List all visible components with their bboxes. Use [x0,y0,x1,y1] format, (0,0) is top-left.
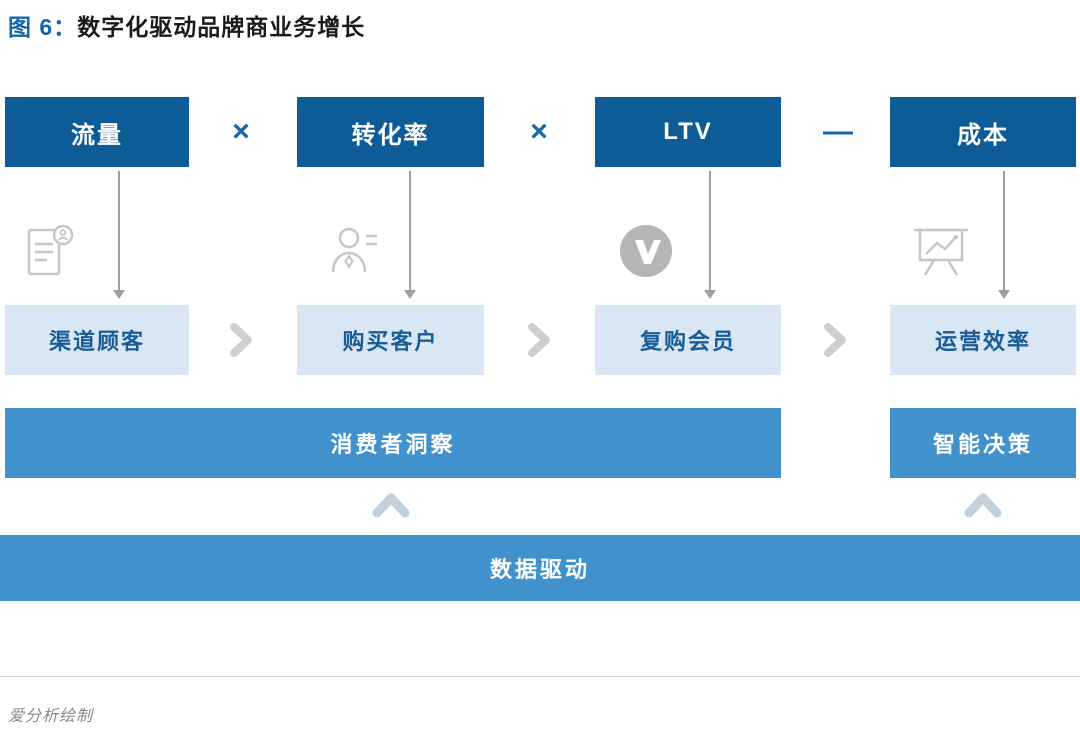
stage-box-operation-efficiency: 运营效率 [890,305,1076,375]
figure-title-text: 数字化驱动品牌商业务增长 [77,14,366,40]
down-arrow-icon [404,171,416,299]
smart-decision-bar: 智能决策 [890,408,1076,478]
v-badge-icon [617,222,677,282]
figure-title: 图 6：数字化驱动品牌商业务增长 [8,8,365,42]
formula-box-traffic: 流量 [5,97,189,167]
chevron-right-icon [228,322,254,363]
down-arrow-icon [704,171,716,299]
business-person-icon [324,222,384,282]
multiply-operator: × [530,115,548,148]
data-driven-bar: 数据驱动 [0,535,1080,601]
stage-box-channel-customers: 渠道顾客 [5,305,189,375]
chevron-right-icon [526,322,552,363]
footer-divider [0,676,1080,677]
formula-box-conversion: 转化率 [297,97,484,167]
figure-number: 图 6： [8,14,78,40]
source-credit: 爱分析绘制 [8,708,94,725]
presentation-chart-icon [910,222,970,282]
chevron-up-icon [371,490,411,525]
down-arrow-icon [998,171,1010,299]
chevron-up-icon [963,490,1003,525]
minus-operator: — [823,115,853,148]
stage-box-buying-customers: 购买客户 [297,305,484,375]
consumer-insight-bar: 消费者洞察 [5,408,781,478]
formula-box-cost: 成本 [890,97,1076,167]
chevron-right-icon [822,322,848,363]
formula-box-ltv: LTV [595,97,781,167]
register-form-icon [20,222,80,282]
multiply-operator: × [232,115,250,148]
stage-box-repurchase-members: 复购会员 [595,305,781,375]
down-arrow-icon [113,171,125,299]
